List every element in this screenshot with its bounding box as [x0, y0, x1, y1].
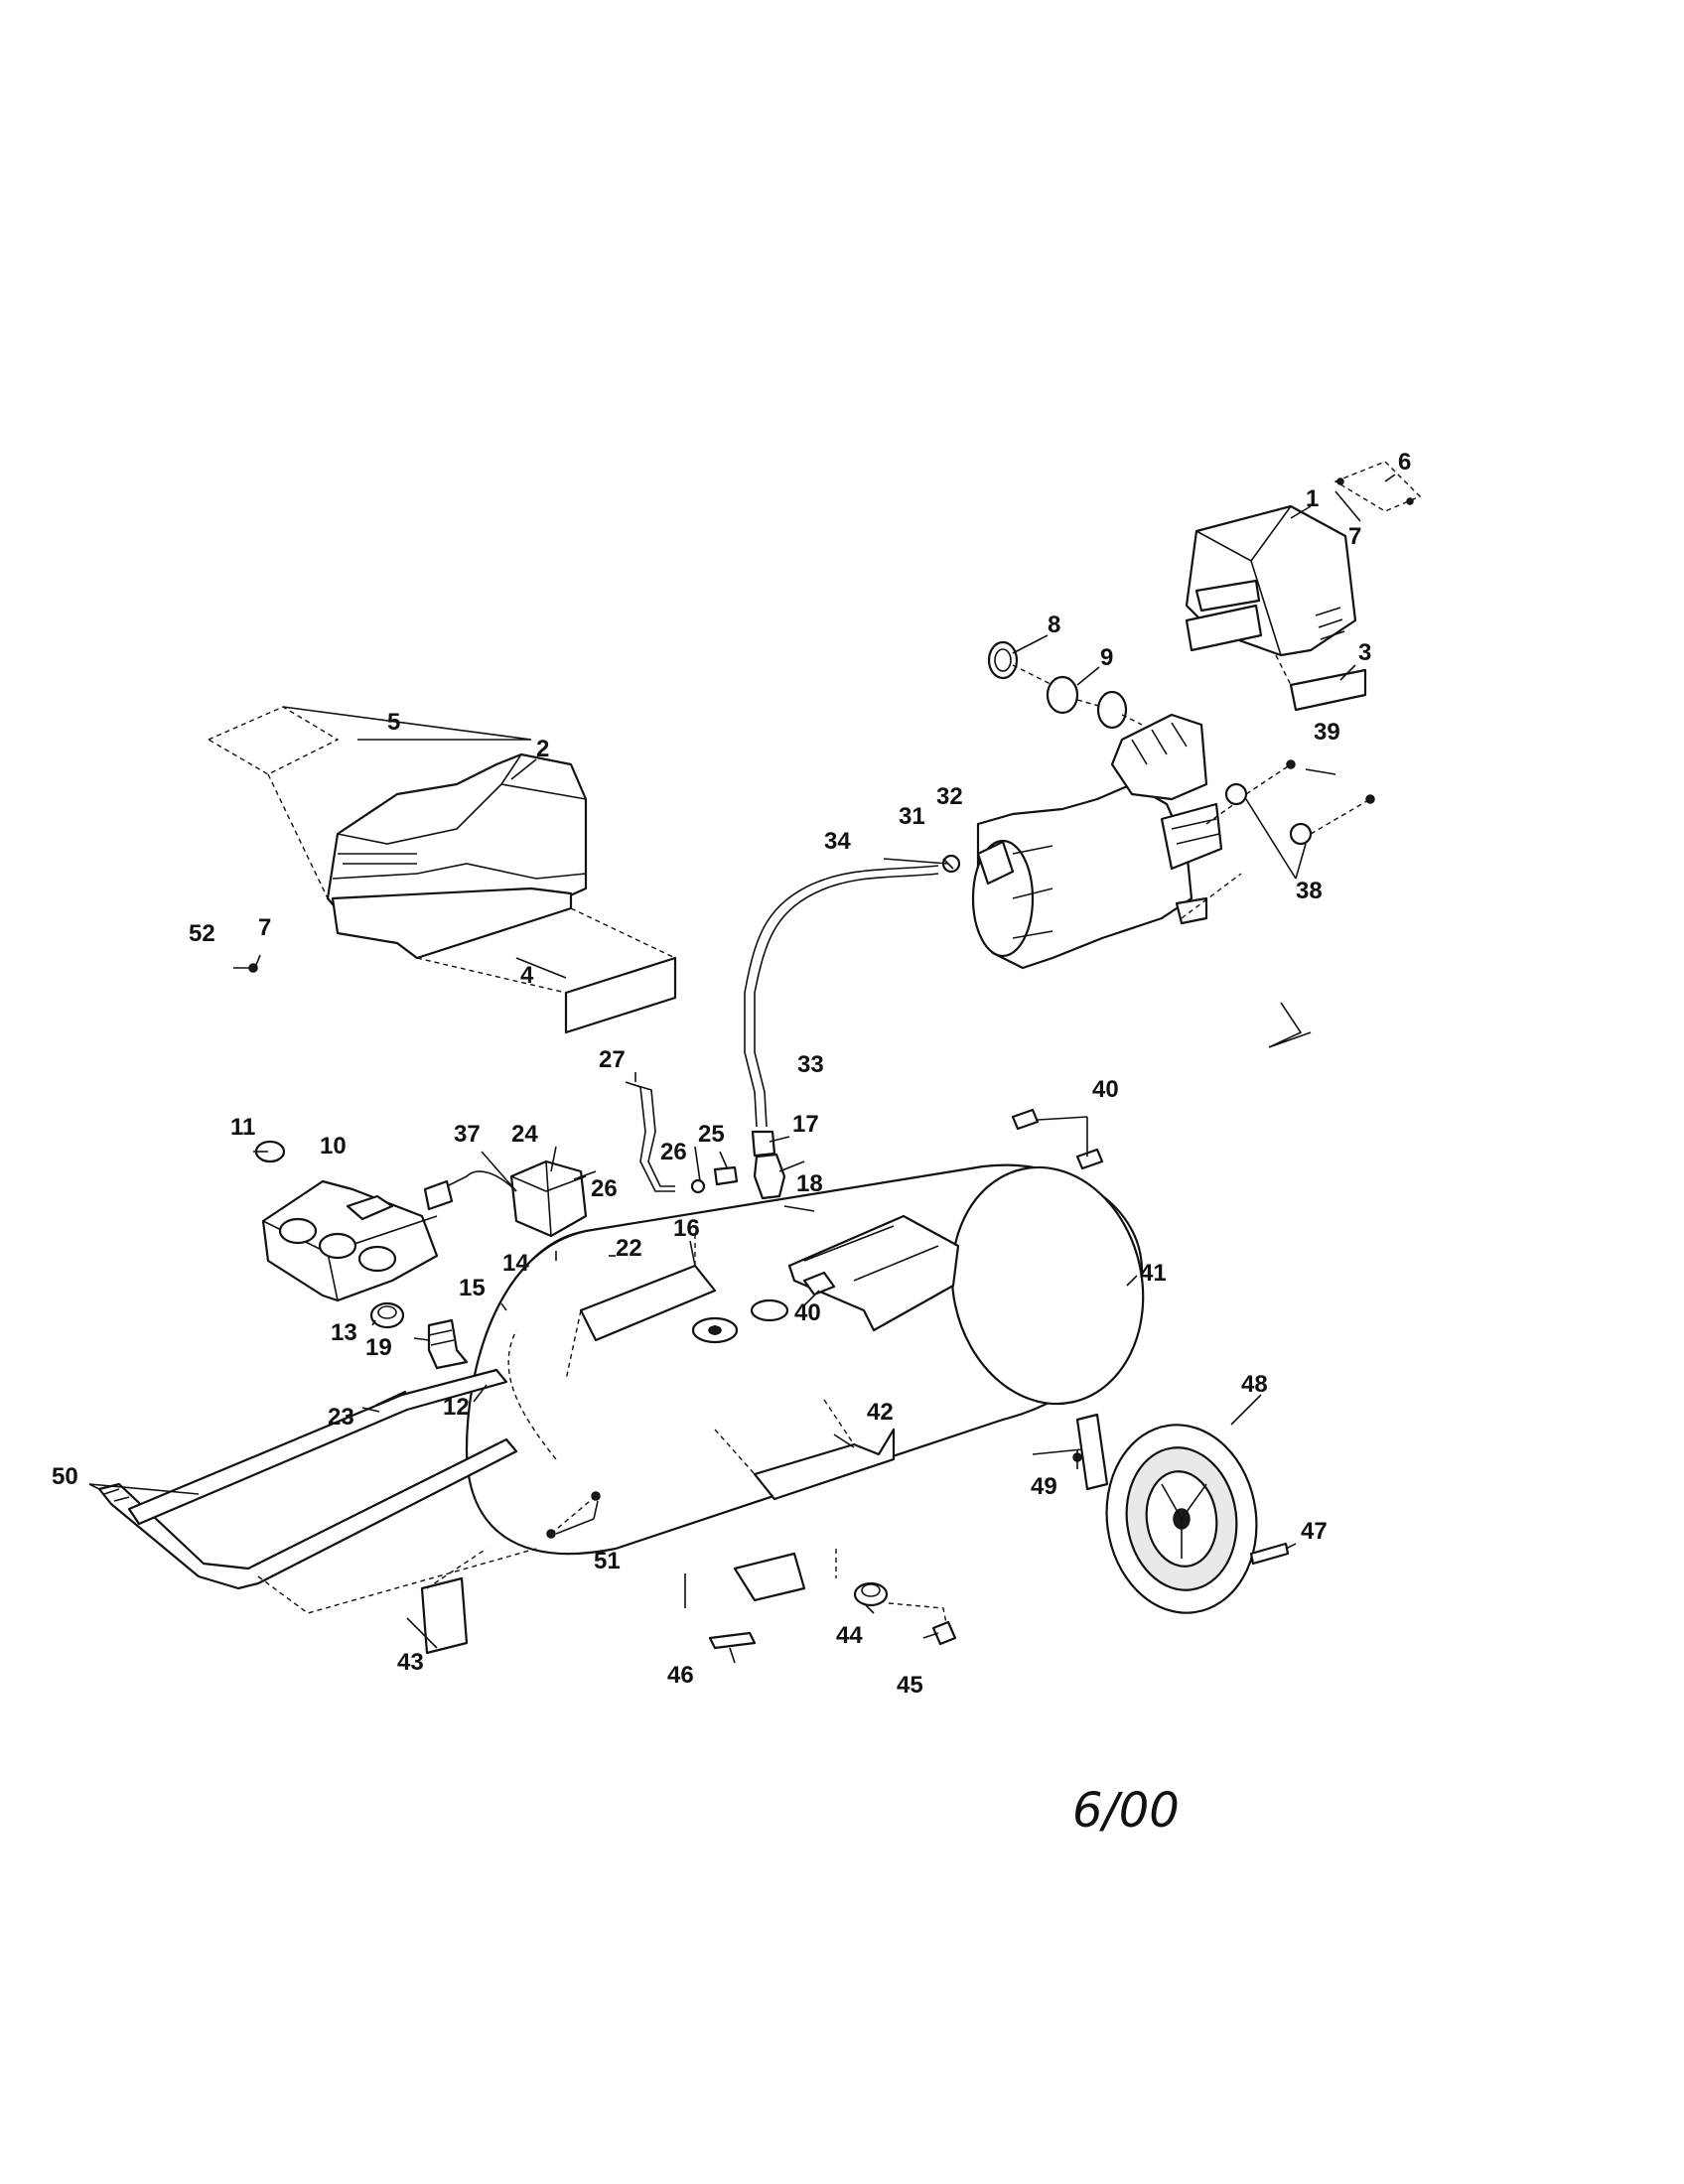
- label-plate-part-3: [1275, 654, 1367, 712]
- callout-3: 3: [1358, 639, 1371, 666]
- rubber-foot-part-46: [708, 1631, 757, 1650]
- callout-51: 51: [594, 1548, 621, 1574]
- callout-39: 39: [1314, 719, 1340, 746]
- callout-34: 34: [824, 828, 851, 855]
- callout-27: 27: [599, 1046, 626, 1073]
- callout-23: 23: [328, 1404, 354, 1431]
- callout-42: 42: [867, 1399, 894, 1426]
- callout-25: 25: [698, 1121, 725, 1148]
- label-plate-part-4: [416, 907, 677, 1034]
- clips-part-40-top: [1011, 1108, 1104, 1170]
- callout-43: 43: [397, 1649, 424, 1676]
- callout-41: 41: [1140, 1260, 1167, 1287]
- callout-5: 5: [387, 709, 400, 736]
- callout-10: 10: [320, 1133, 347, 1160]
- callout-40-top: 40: [1092, 1076, 1119, 1103]
- screws-part-51: [546, 1491, 601, 1539]
- gauge-part-13: [369, 1301, 405, 1329]
- callout-1: 1: [1306, 485, 1319, 512]
- air-filter-part-9: [1012, 664, 1143, 730]
- motor-pump-assembly: [971, 713, 1242, 970]
- screws-part-6-7: [1333, 461, 1422, 512]
- callout-24: 24: [511, 1121, 538, 1148]
- callout-18: 18: [796, 1170, 823, 1197]
- callout-8: 8: [1048, 612, 1060, 638]
- callout-labels: 1 2 3 4 5 6 7 7 8 9 10 11 12 13 14 15 16…: [52, 449, 1411, 1699]
- leader-lines: [88, 474, 1396, 1664]
- gasket-part-8: [987, 640, 1019, 680]
- callout-17: 17: [792, 1111, 819, 1138]
- label-part-42: [714, 1399, 896, 1501]
- outlet-tube-part-34: [744, 865, 939, 1128]
- callout-46: 46: [667, 1662, 694, 1689]
- callout-22: 22: [616, 1235, 642, 1262]
- callout-40-mid: 40: [794, 1299, 821, 1326]
- callout-31: 31: [899, 803, 925, 830]
- wheel-bracket-part-49: [1032, 1413, 1109, 1491]
- wheel-part-48: [1105, 1424, 1258, 1614]
- callout-26-right: 26: [660, 1139, 687, 1165]
- callout-7-top: 7: [1348, 523, 1361, 550]
- mounting-plate-part-40: [787, 1214, 960, 1332]
- fittings-part-31-32: [941, 840, 1015, 886]
- callout-37: 37: [454, 1121, 481, 1148]
- callout-15: 15: [459, 1275, 486, 1301]
- callout-52: 52: [189, 920, 215, 947]
- callout-4: 4: [520, 962, 534, 989]
- power-cord-part-37: [423, 1170, 517, 1211]
- callout-16: 16: [673, 1215, 700, 1242]
- pressure-switch-part-24: [509, 1160, 588, 1238]
- regulator-part-19: [427, 1318, 469, 1370]
- callout-7-left: 7: [258, 914, 271, 941]
- unloader-tube-part-27: [625, 1081, 675, 1192]
- label-plate-part-5: [207, 706, 340, 899]
- callout-32: 32: [936, 783, 963, 810]
- callout-13: 13: [331, 1319, 357, 1346]
- motor-shroud-part-2: [326, 752, 588, 960]
- drain-valve-part-44: [835, 1549, 949, 1634]
- callout-9: 9: [1100, 644, 1113, 671]
- callout-12: 12: [443, 1394, 470, 1421]
- screw-part-52: [248, 954, 261, 973]
- callout-50: 50: [52, 1463, 78, 1490]
- pump-shroud-part-1: [1185, 504, 1357, 657]
- check-valve-part-17: [753, 1153, 786, 1200]
- callout-38: 38: [1296, 878, 1323, 904]
- callout-45: 45: [897, 1672, 923, 1699]
- callout-19: 19: [365, 1334, 392, 1361]
- tank-foot: [733, 1552, 806, 1602]
- callout-6: 6: [1398, 449, 1411, 476]
- callout-11: 11: [230, 1114, 255, 1141]
- callout-48: 48: [1241, 1371, 1268, 1398]
- callout-14: 14: [502, 1250, 529, 1277]
- callout-49: 49: [1031, 1473, 1057, 1500]
- callout-47: 47: [1301, 1518, 1328, 1545]
- callout-44: 44: [836, 1622, 863, 1649]
- drain-cock-part-45: [931, 1620, 957, 1646]
- manifold-console-part-10: [261, 1179, 439, 1302]
- screw-part-39: [1245, 759, 1375, 835]
- callout-33: 33: [797, 1051, 824, 1078]
- callout-26-left: 26: [591, 1175, 618, 1202]
- air-tank-part-41: [465, 1163, 1145, 1556]
- callout-2: 2: [536, 736, 549, 762]
- date-note: 6/00: [1072, 1783, 1180, 1839]
- label-part-16: [565, 1231, 717, 1381]
- nut-part-33: [751, 1130, 776, 1158]
- label-part-43: [420, 1548, 488, 1655]
- axle-bolt-part-47: [1249, 1542, 1290, 1566]
- handle-part-50: [97, 1368, 537, 1614]
